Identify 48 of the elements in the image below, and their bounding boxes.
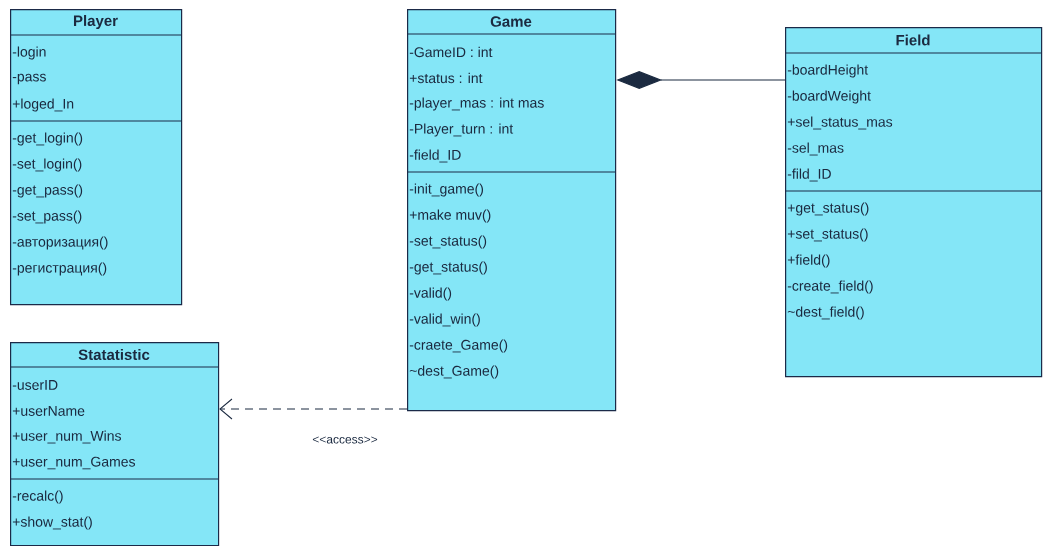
method-text: +set_status()	[787, 228, 868, 242]
attribute-text: -boardWeight	[787, 90, 871, 104]
attribute-text: -pass	[12, 73, 46, 85]
class-name: Field	[896, 34, 930, 46]
method-text: +field()	[787, 254, 830, 268]
method-text: -get_pass()	[12, 184, 83, 198]
attribute-text: +user_num_Wins	[12, 430, 121, 444]
method-text: -get_status()	[409, 261, 487, 275]
attribute-text: -GameID : int	[409, 46, 493, 58]
class-box	[406, 9, 617, 412]
class-name: Statatistic	[78, 349, 150, 360]
attribute-text: -boardHeight	[787, 64, 869, 78]
method-text: -recalc()	[12, 490, 63, 504]
method-text: -регистрация()	[12, 262, 107, 276]
method-text: -set_pass()	[12, 210, 82, 224]
method-text: -valid_win()	[409, 313, 480, 327]
attribute-text: +user_num_Games	[12, 456, 135, 470]
class-box	[9, 9, 183, 306]
method-text: -create_field()	[787, 280, 873, 294]
attribute-text: -player_mas : int mas	[409, 97, 544, 111]
attribute-text: +userName	[12, 406, 85, 416]
method-text: -valid()	[409, 287, 452, 301]
method-text: -init_game()	[409, 183, 483, 197]
attribute-text: -fild_ID	[787, 168, 831, 182]
attribute-text: -login	[12, 46, 46, 60]
method-text: ~dest_Game()	[409, 365, 499, 379]
method-text: -авторизация()	[12, 236, 108, 250]
class-name: Game	[490, 16, 532, 27]
attribute-text: -userID	[12, 380, 58, 390]
method-text: -set_status()	[409, 235, 487, 249]
method-text: -craete_Game()	[409, 339, 508, 353]
attribute-text: -field_ID	[409, 149, 461, 163]
edge-label: <<access>>	[312, 436, 378, 444]
attribute-text: +status : int	[409, 72, 483, 84]
method-text: +make muv()	[409, 209, 491, 223]
attribute-text: -Player_turn : int	[409, 123, 514, 137]
method-text: -get_login()	[12, 132, 83, 146]
attribute-text: -sel_mas	[787, 142, 844, 156]
class-box	[784, 27, 1043, 378]
class-box	[9, 342, 220, 546]
method-text: +show_stat()	[12, 516, 92, 530]
method-text: ~dest_field()	[787, 306, 864, 320]
method-text: -set_login()	[12, 158, 82, 172]
connector-arrow	[219, 398, 408, 420]
method-text: +get_status()	[787, 202, 869, 216]
attribute-text: +sel_status_mas	[787, 116, 893, 130]
attribute-text: +loged_In	[12, 98, 74, 112]
class-name: Player	[74, 15, 118, 29]
